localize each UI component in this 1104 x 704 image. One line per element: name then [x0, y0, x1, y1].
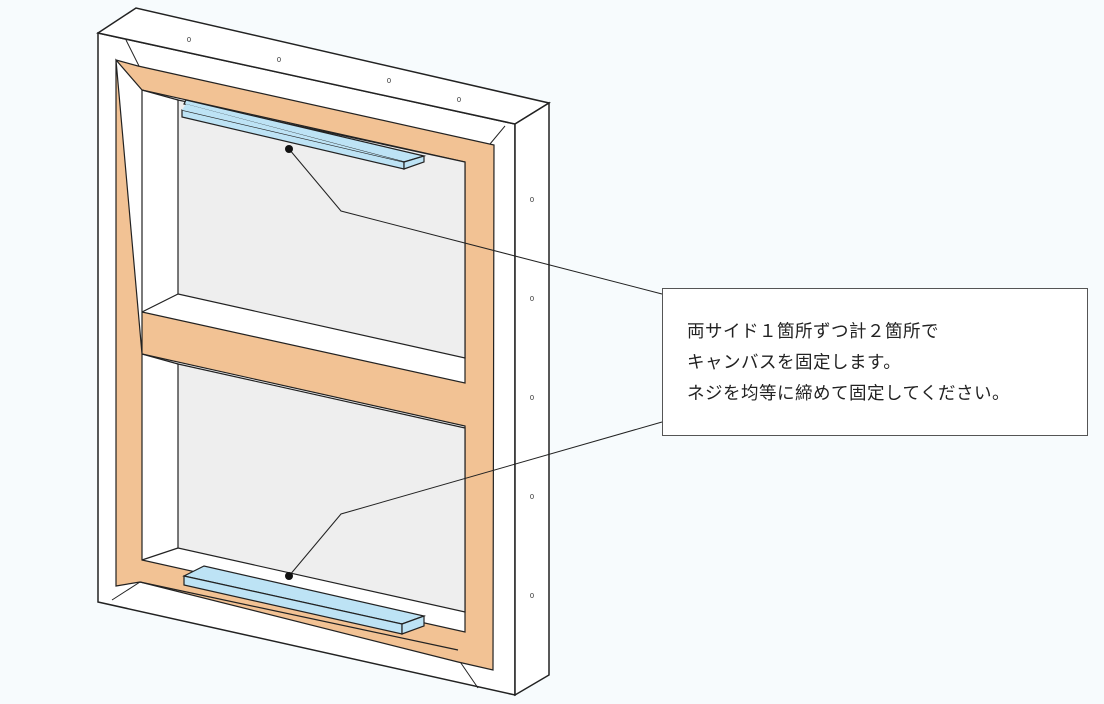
instruction-callout: 両サイド１箇所ずつ計２箇所で キャンバスを固定します。 ネジを均等に締めて固定し…: [662, 288, 1088, 436]
frame-mark: 0: [530, 295, 534, 303]
frame-side-face: [514, 101, 550, 697]
opening-bottom: [177, 363, 466, 613]
frame-mark: 0: [187, 36, 191, 44]
frame-mark: 0: [457, 96, 461, 104]
bracket-top: [181, 99, 427, 170]
frame-mark: 0: [530, 592, 534, 600]
frame-marks: 0 0 0 0 0 0 0 0 0: [187, 36, 534, 600]
screw-point-top: [285, 145, 293, 153]
frame-mark: 0: [277, 56, 281, 64]
callout-line-3: ネジを均等に締めて固定してください。: [687, 384, 1010, 404]
screw-point-bottom: [285, 572, 293, 580]
callout-line-2: キャンバスを固定します。: [687, 353, 902, 373]
leader-line-bottom: [288, 421, 663, 577]
leader-line-top: [288, 148, 663, 295]
frame-mark: 0: [530, 394, 534, 402]
callout-line-1: 両サイド１箇所ずつ計２箇所で: [687, 322, 939, 342]
frame-mark: 0: [530, 196, 534, 204]
bracket-bottom: [182, 565, 427, 635]
frame-mark: 0: [387, 77, 391, 85]
frame-mark: 0: [530, 493, 534, 501]
